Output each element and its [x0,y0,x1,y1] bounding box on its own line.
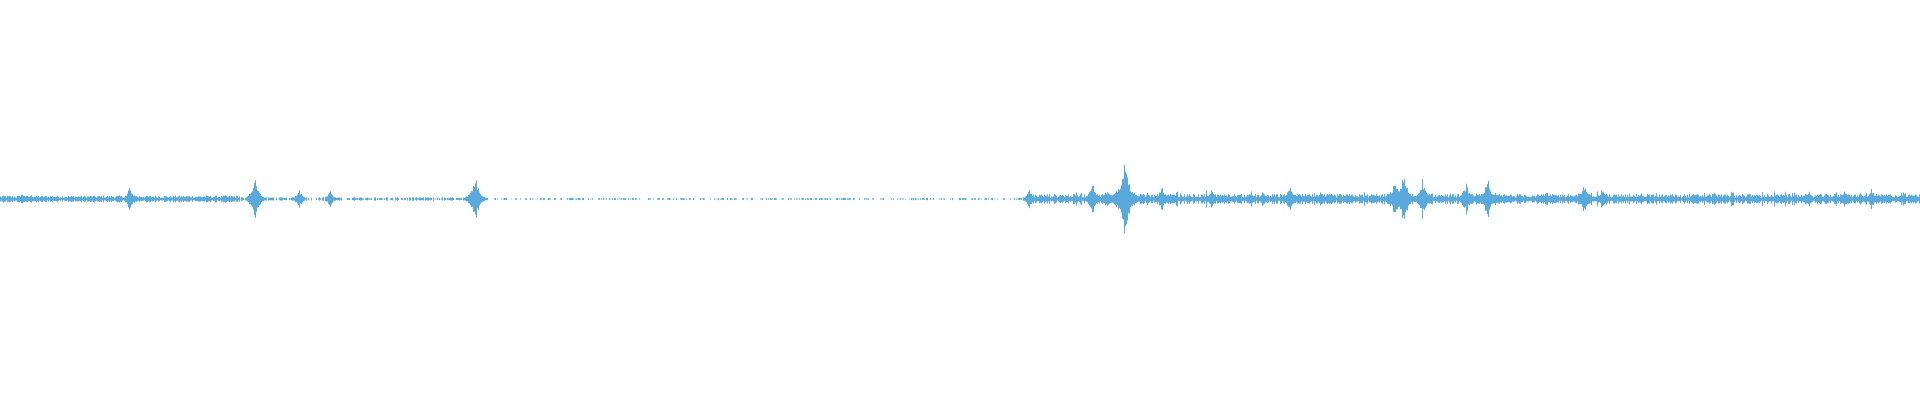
waveform-samples [0,190,1920,208]
waveform-peaks [18,164,1879,234]
